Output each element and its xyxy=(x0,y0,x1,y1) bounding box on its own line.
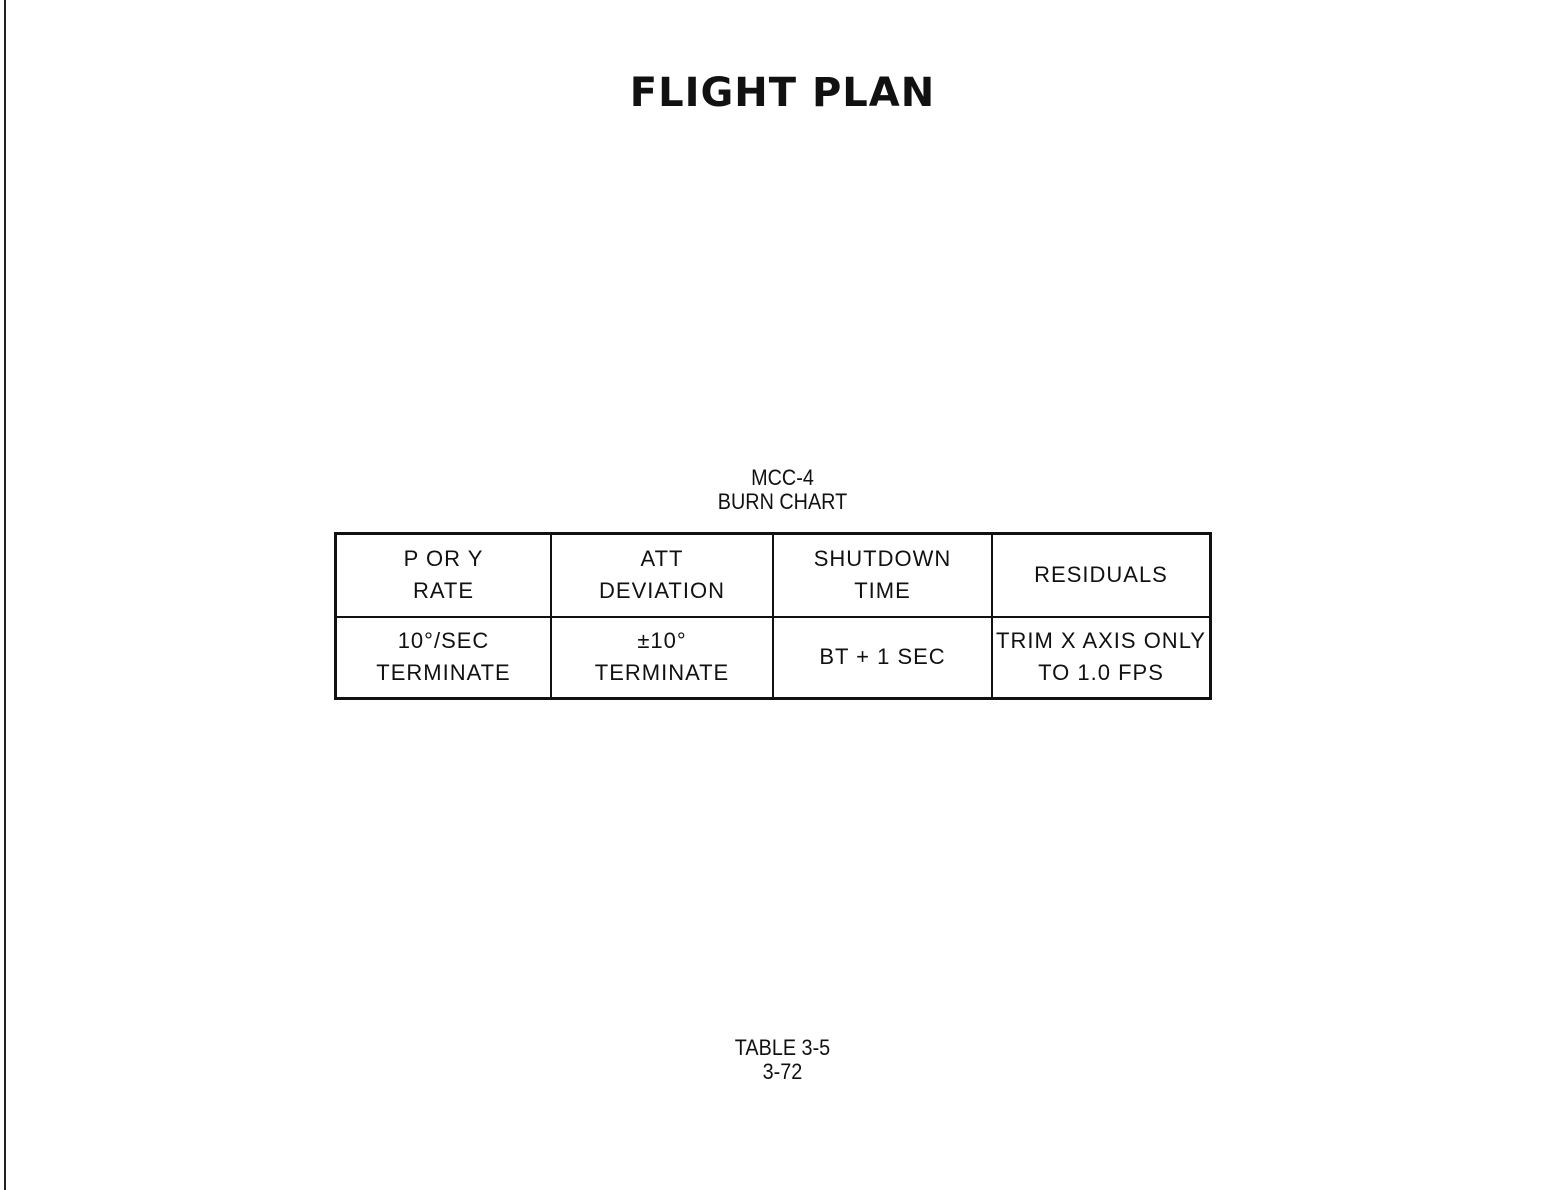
page-edge-line xyxy=(4,0,6,1190)
chart-title: MCC-4 BURN CHART xyxy=(78,466,1487,514)
table-cell: ±10°TERMINATE xyxy=(550,615,774,700)
table-cell: BT + 1 SEC xyxy=(772,615,993,700)
table-label: TABLE 3-5 xyxy=(734,1035,831,1060)
chart-id: MCC-4 xyxy=(751,465,814,490)
page-number: 3-72 xyxy=(762,1059,803,1084)
chart-name: BURN CHART xyxy=(717,489,848,514)
header-cell: RESIDUALS xyxy=(991,532,1212,618)
page-title: FLIGHT PLAN xyxy=(629,70,936,116)
footer: TABLE 3-5 3-72 xyxy=(78,1036,1487,1084)
